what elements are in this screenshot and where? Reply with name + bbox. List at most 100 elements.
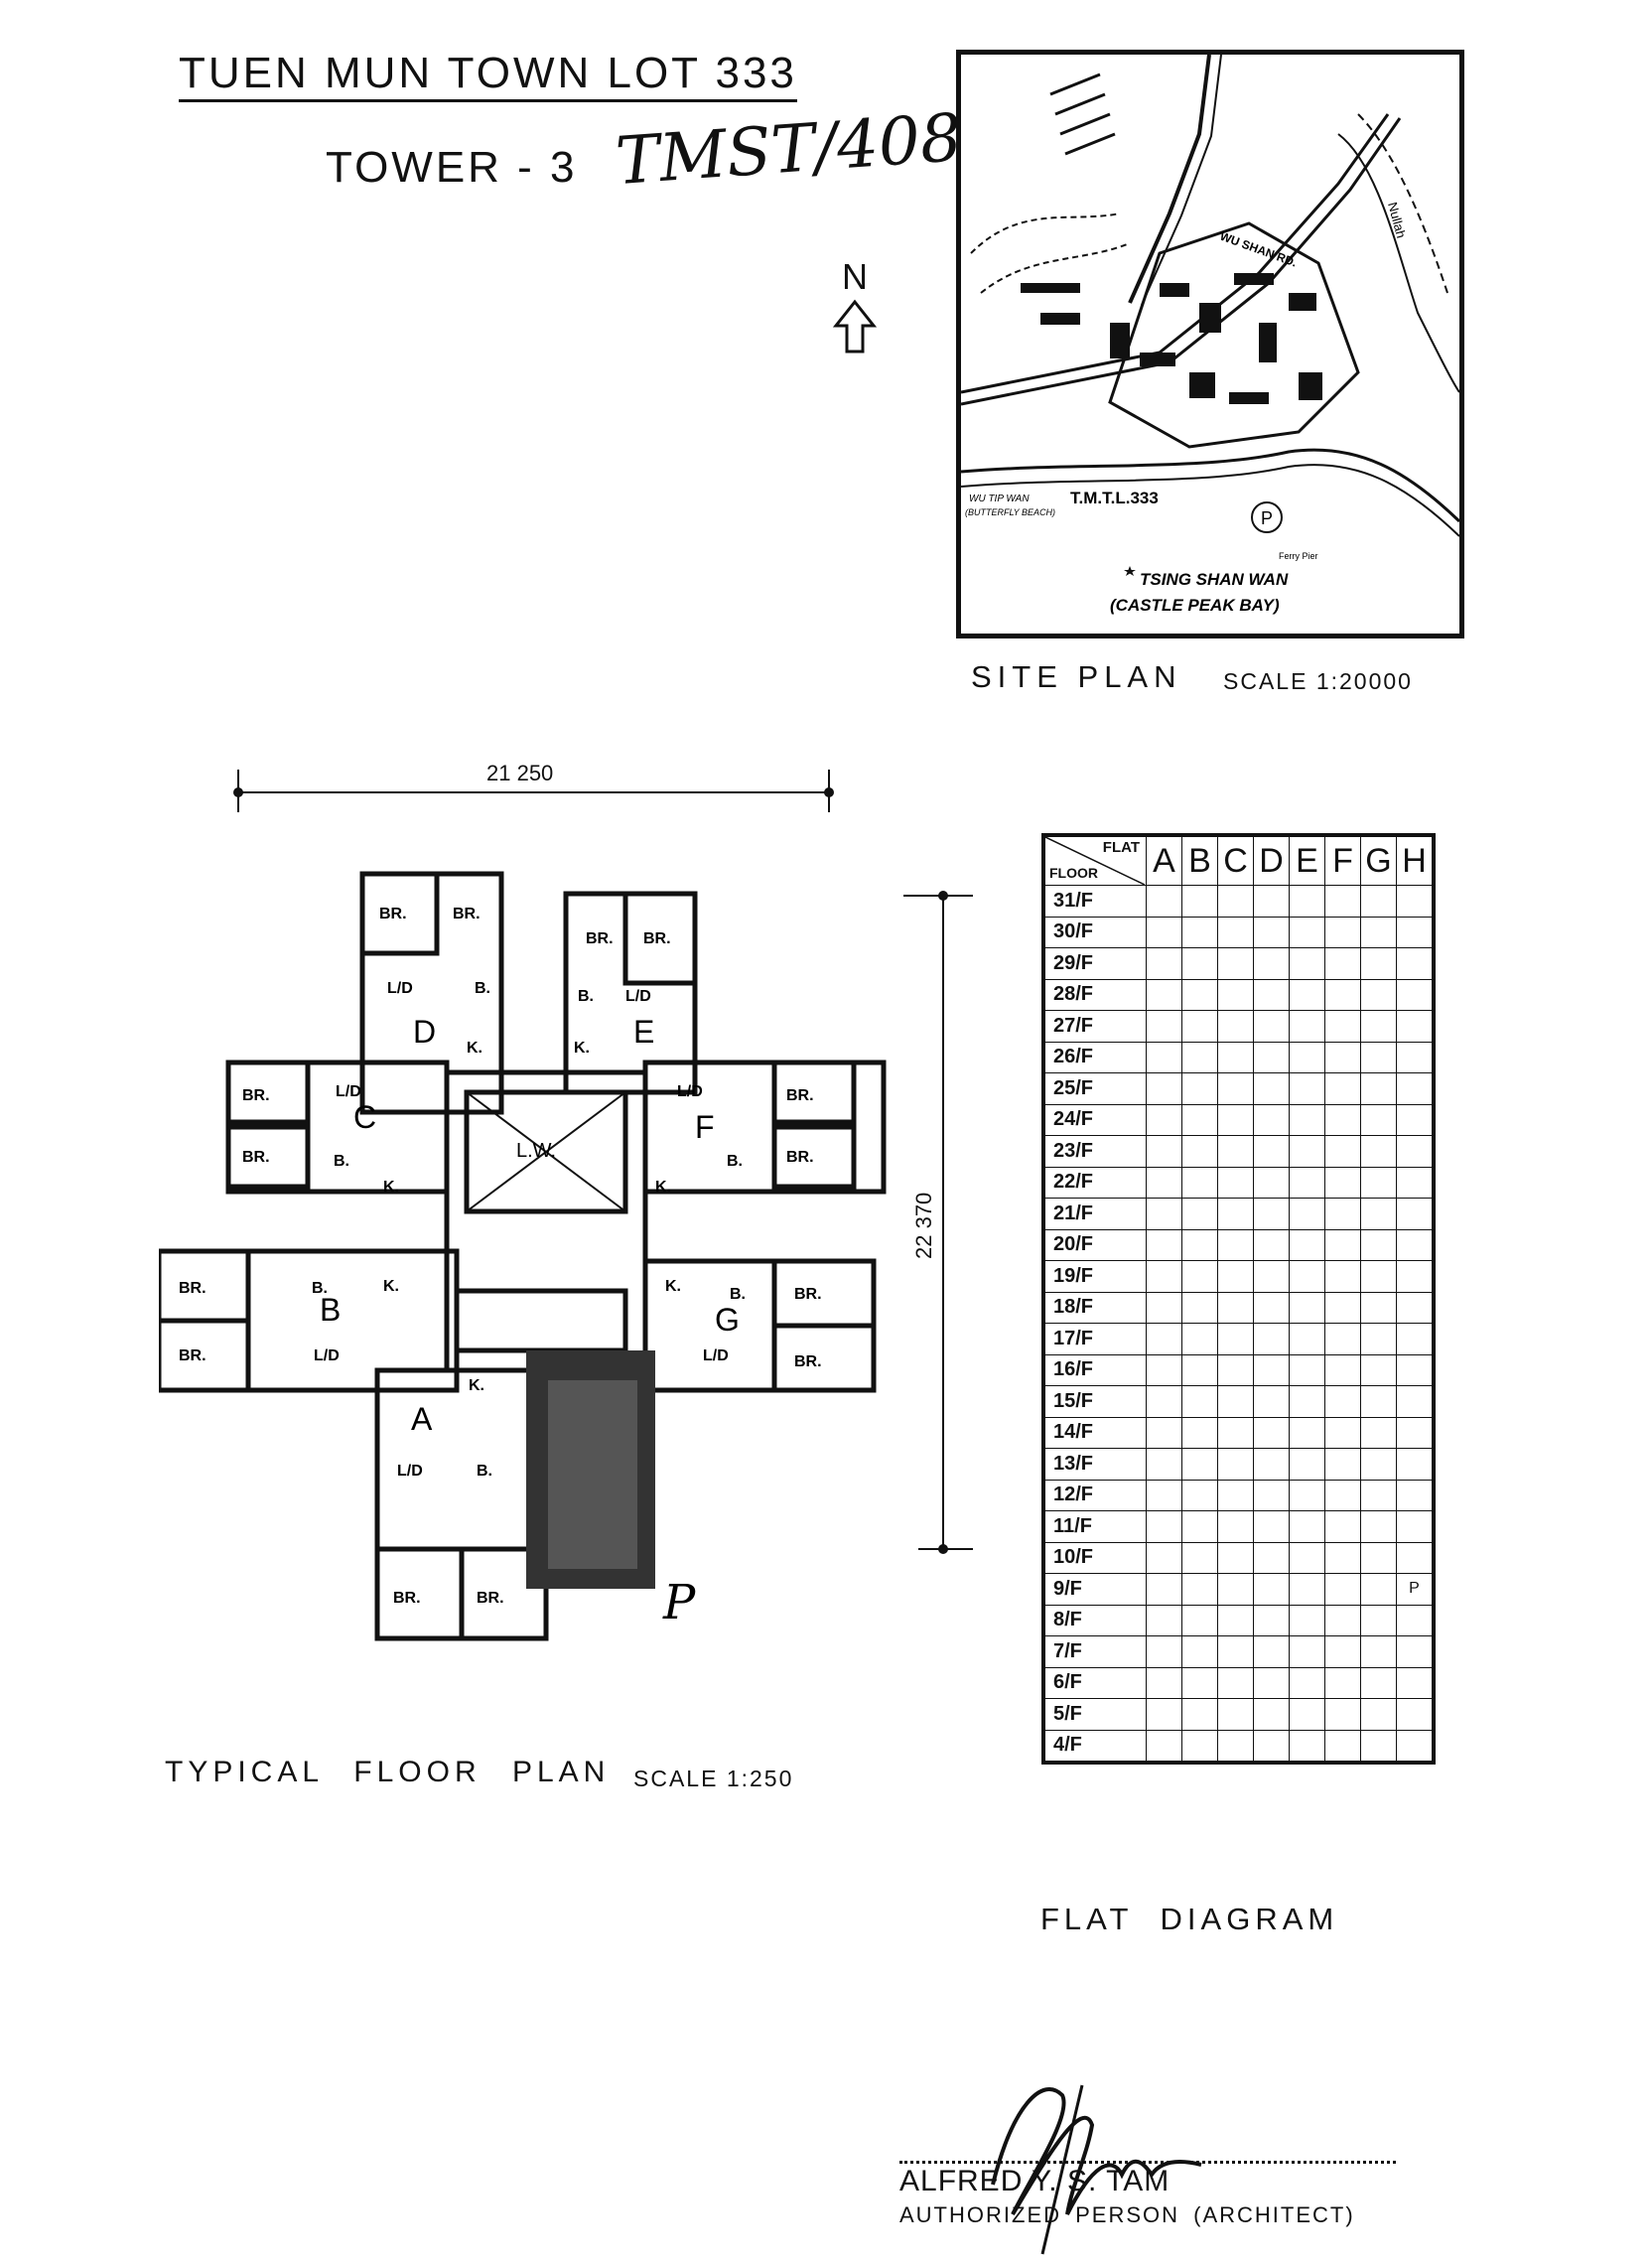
flat-cell [1324,1291,1361,1324]
room-k: K. [467,1040,482,1057]
flat-cell [1360,1291,1397,1324]
flat-cell [1253,1729,1290,1764]
flat-cell [1289,1479,1325,1511]
room-br: BR. [586,930,614,947]
room-br: BR. [393,1590,421,1607]
flat-cell [1217,1228,1254,1261]
flat-cell [1253,1698,1290,1731]
site-map-drawing: P T.M.T.L.333 WU TIP WAN (BUTTERFLY BEAC… [961,55,1459,615]
room-ld: L/D [387,980,413,997]
table-row: 24/F [1042,1103,1435,1136]
room-br: BR. [794,1286,822,1303]
flat-cell [1217,1635,1254,1668]
table-row: 10/F [1042,1541,1435,1574]
flat-cell [1396,1541,1435,1574]
table-row: 6/F [1042,1666,1435,1699]
height-dimension-line [903,891,973,1554]
flat-cell [1181,1698,1218,1731]
flat-cell [1360,1323,1397,1355]
flat-cell [1396,947,1435,980]
flat-cell [1289,1010,1325,1043]
flat-cell [1146,1729,1182,1764]
flat-cell [1324,1604,1361,1636]
flat-cell [1146,916,1182,948]
flat-cell [1360,1353,1397,1386]
flat-cell [1396,1635,1435,1668]
flat-cell [1289,1323,1325,1355]
flat-cell [1360,1260,1397,1293]
flat-cell [1253,947,1290,980]
flat-cell [1360,1666,1397,1699]
flat-cell [1181,1666,1218,1699]
flat-cell [1253,1448,1290,1481]
corner-flat-label: FLAT [1102,839,1140,856]
flat-cell [1360,1448,1397,1481]
flat-cell [1181,1479,1218,1511]
flat-cell [1289,1448,1325,1481]
flat-cell [1360,1228,1397,1261]
floor-label: 20/F [1042,1228,1147,1261]
flat-cell [1360,1541,1397,1574]
flat-cell-marked: P [1396,1573,1435,1606]
table-row: 21/F [1042,1198,1435,1230]
flat-cell [1253,1385,1290,1418]
flat-cell [1324,1353,1361,1386]
flat-cell [1324,1541,1361,1574]
flat-cell [1217,1072,1254,1105]
flat-cell [1217,1260,1254,1293]
flat-cell [1146,1198,1182,1230]
map-beach-alt-label: (BUTTERFLY BEACH) [965,507,1055,517]
flat-cell [1181,1573,1218,1606]
flat-cell [1396,1666,1435,1699]
flat-cell [1289,916,1325,948]
flat-cell [1181,1072,1218,1105]
floor-label: 16/F [1042,1353,1147,1386]
map-lot-label: T.M.T.L.333 [1070,489,1159,507]
flat-cell [1324,1323,1361,1355]
flat-cell [1181,1323,1218,1355]
column-header-h: H [1396,834,1435,886]
flat-cell [1324,1448,1361,1481]
flat-cell [1324,1510,1361,1543]
flat-cell [1253,1479,1290,1511]
floor-label: 17/F [1042,1323,1147,1355]
flat-cell [1253,1510,1290,1543]
flat-cell [1217,885,1254,918]
flat-cell [1181,916,1218,948]
table-row: 14/F [1042,1416,1435,1449]
flat-cell [1253,885,1290,918]
flat-cell [1253,1041,1290,1073]
flat-cell [1253,1635,1290,1668]
floor-label: 23/F [1042,1135,1147,1168]
flat-cell [1324,1573,1361,1606]
room-b: B. [730,1286,746,1303]
flat-cell [1217,1698,1254,1731]
flat-cell [1146,1228,1182,1261]
flat-cell [1217,1323,1254,1355]
floor-label: 13/F [1042,1448,1147,1481]
flat-cell [1146,1635,1182,1668]
room-ld: L/D [677,1083,703,1100]
lot-title: TUEN MUN TOWN LOT 333 [179,48,797,102]
room-br: BR. [379,906,407,922]
flat-cell [1289,1291,1325,1324]
flat-cell [1181,978,1218,1011]
flat-cell [1396,978,1435,1011]
flat-cell [1181,1541,1218,1574]
floor-label: 7/F [1042,1635,1147,1668]
flat-cell [1289,1510,1325,1543]
flat-cell [1146,1698,1182,1731]
column-header-f: F [1324,834,1361,886]
room-k: K. [383,1179,399,1196]
flat-cell [1217,1510,1254,1543]
flat-cell [1253,1353,1290,1386]
floor-label: 29/F [1042,947,1147,980]
table-row: 11/F [1042,1510,1435,1543]
flat-cell [1289,1353,1325,1386]
flat-cell [1360,1010,1397,1043]
flat-cell [1146,1166,1182,1199]
flat-label-g: G [715,1302,740,1338]
flat-cell [1360,1479,1397,1511]
floor-label: 11/F [1042,1510,1147,1543]
flat-cell [1146,1510,1182,1543]
